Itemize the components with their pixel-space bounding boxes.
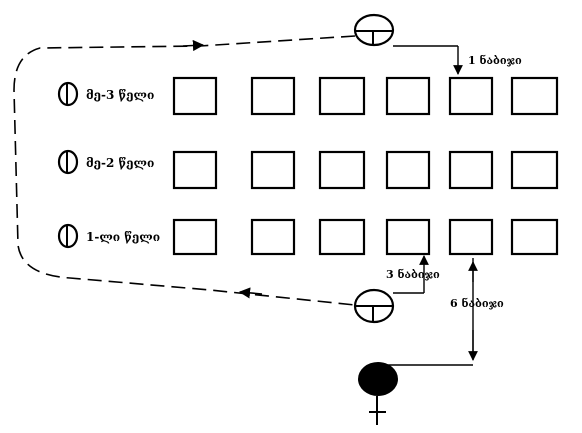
row-1-plot-box-4 [385, 218, 431, 256]
bottom-observer-icon [353, 288, 395, 324]
top-step-label: 1 ნაბიჯი [468, 54, 522, 67]
row-2-plot-box-3 [318, 150, 366, 190]
top-observer-icon [353, 13, 395, 47]
bottom-short-step-label: 3 ნაბიჯი [386, 268, 440, 281]
row-2-plot-box-6 [510, 150, 559, 190]
row-2-label: მე-2 წელი [86, 156, 154, 170]
row-3-plot-box-5 [448, 76, 494, 116]
row-3-label: მე-3 წელი [86, 88, 154, 102]
row-1-plot-box-2 [250, 218, 296, 256]
bottom-long-step-label: 6 ნაბიჯი [450, 297, 504, 310]
row-1-plot-box-3 [318, 218, 366, 256]
row-2-plot-box-5 [448, 150, 494, 190]
row-2-marker-icon [57, 149, 79, 175]
row-2-plot-box-4 [385, 150, 431, 190]
row-3-marker-icon [57, 81, 79, 107]
row-3-plot-box-6 [510, 76, 559, 116]
row-3-plot-box-4 [385, 76, 431, 116]
row-2-plot-box-1 [172, 150, 218, 190]
row-1-plot-box-6 [510, 218, 559, 256]
row-3-plot-box-2 [250, 76, 296, 116]
route-arrow-bottom [238, 287, 263, 299]
route-arrow-top [182, 39, 205, 52]
row-2-plot-box-2 [250, 150, 296, 190]
dashed-route-path [13, 35, 356, 306]
plot-grid [172, 76, 559, 256]
row-1-marker-icon [57, 223, 79, 249]
row-1-plot-box-5 [448, 218, 494, 256]
row-1-label: 1-ლი წელი [86, 230, 160, 244]
row-3-plot-box-3 [318, 76, 366, 116]
row-3-plot-box-1 [172, 76, 218, 116]
row-1-plot-box-1 [172, 218, 218, 256]
row-markers: მე-3 წელი მე-2 წელი 1-ლი წელი [57, 81, 160, 249]
start-point-icon [358, 362, 398, 425]
